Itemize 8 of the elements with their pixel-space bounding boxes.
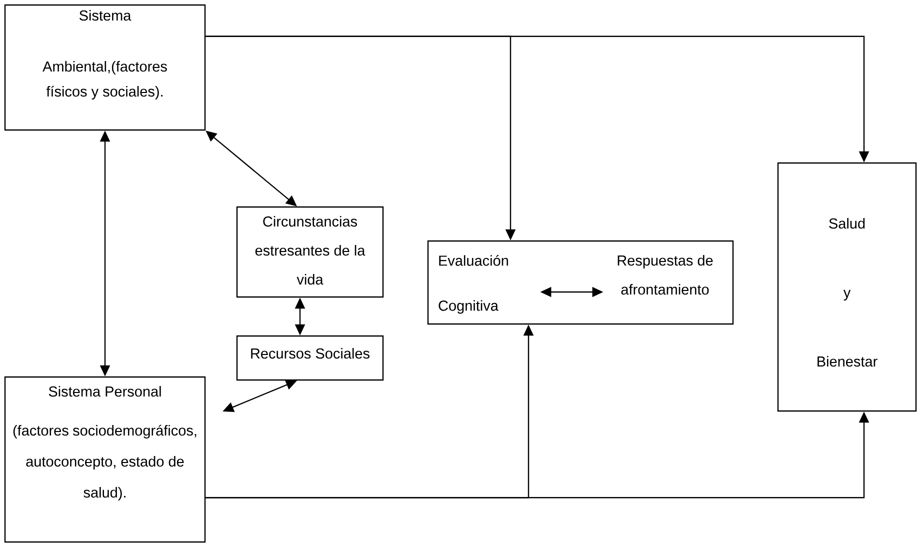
process-box: Recursos Sociales	[236, 335, 384, 381]
process-box: Circunstancias estresantes de la vida	[236, 206, 384, 298]
box-text: Respuestas de afrontamiento	[618, 255, 713, 295]
process-box: Sistema Personal (factores sociodemográficos, autoconcepto, estado de salud).	[4, 376, 206, 543]
box-text: Evaluación Cognitiva	[438, 255, 508, 314]
process-box: Sistema Ambiental,(factores físicos y sociales).	[4, 4, 206, 131]
group-box	[427, 240, 734, 325]
process-box: Salud y Bienestar	[777, 162, 917, 412]
